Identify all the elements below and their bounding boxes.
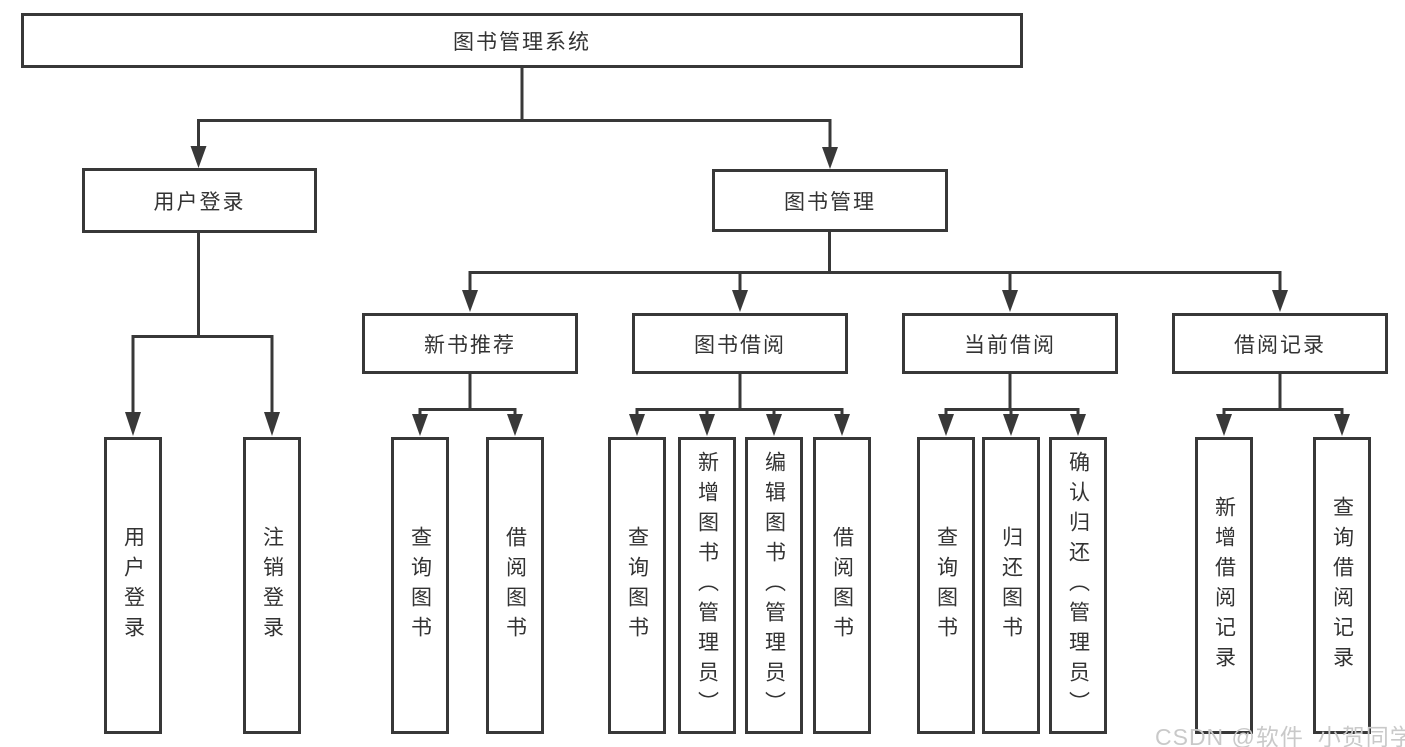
leaf-label: 编辑图书（管理员） [762, 450, 786, 721]
node-label: 用户登录 [153, 190, 246, 214]
csdn-watermark: CSDN @软件_小贺同学 [1155, 724, 1405, 747]
node-label: 图书管理系统 [453, 30, 591, 54]
leaf-label: 借阅图书 [830, 525, 854, 646]
leaf-label: 用户登录 [121, 525, 145, 646]
leaf-logout: 注销登录 [243, 437, 301, 734]
leaf-borrow-books: 借阅图书 [813, 437, 871, 734]
node-book-borrowing: 图书借阅 [632, 313, 848, 374]
leaf-label: 新增借阅记录 [1212, 495, 1236, 676]
leaf-label: 注销登录 [260, 525, 284, 646]
leaf-confirm-return-admin: 确认归还（管理员） [1049, 437, 1107, 734]
leaf-add-books-admin: 新增图书（管理员） [678, 437, 736, 734]
leaf-label: 查询图书 [408, 525, 432, 646]
leaf-label: 查询借阅记录 [1330, 495, 1354, 676]
node-book-management: 图书管理 [712, 169, 948, 232]
leaf-label: 归还图书 [999, 525, 1023, 646]
node-new-book-recommendation: 新书推荐 [362, 313, 578, 374]
leaf-label: 查询图书 [625, 525, 649, 646]
leaf-label: 新增图书（管理员） [695, 450, 719, 721]
leaf-query-books-borrowing: 查询图书 [608, 437, 666, 734]
node-label: 借阅记录 [1234, 333, 1326, 357]
node-current-borrowing: 当前借阅 [902, 313, 1118, 374]
node-label: 当前借阅 [964, 333, 1056, 357]
leaf-label: 查询图书 [934, 525, 958, 646]
leaf-query-borrow-record: 查询借阅记录 [1313, 437, 1371, 734]
node-label: 新书推荐 [424, 333, 516, 357]
leaf-edit-books-admin: 编辑图书（管理员） [745, 437, 803, 734]
leaf-label: 借阅图书 [503, 525, 527, 646]
leaf-return-books: 归还图书 [982, 437, 1040, 734]
leaf-add-borrow-record: 新增借阅记录 [1195, 437, 1253, 734]
leaf-query-books-recommend: 查询图书 [391, 437, 449, 734]
leaf-borrow-books-recommend: 借阅图书 [486, 437, 544, 734]
node-library-management-system: 图书管理系统 [21, 13, 1023, 68]
node-label: 图书管理 [784, 190, 876, 214]
leaf-query-books-current: 查询图书 [917, 437, 975, 734]
node-user-login: 用户登录 [82, 168, 317, 233]
leaf-label: 确认归还（管理员） [1066, 450, 1090, 721]
node-borrowing-records: 借阅记录 [1172, 313, 1388, 374]
leaf-user-login: 用户登录 [104, 437, 162, 734]
node-label: 图书借阅 [694, 333, 786, 357]
